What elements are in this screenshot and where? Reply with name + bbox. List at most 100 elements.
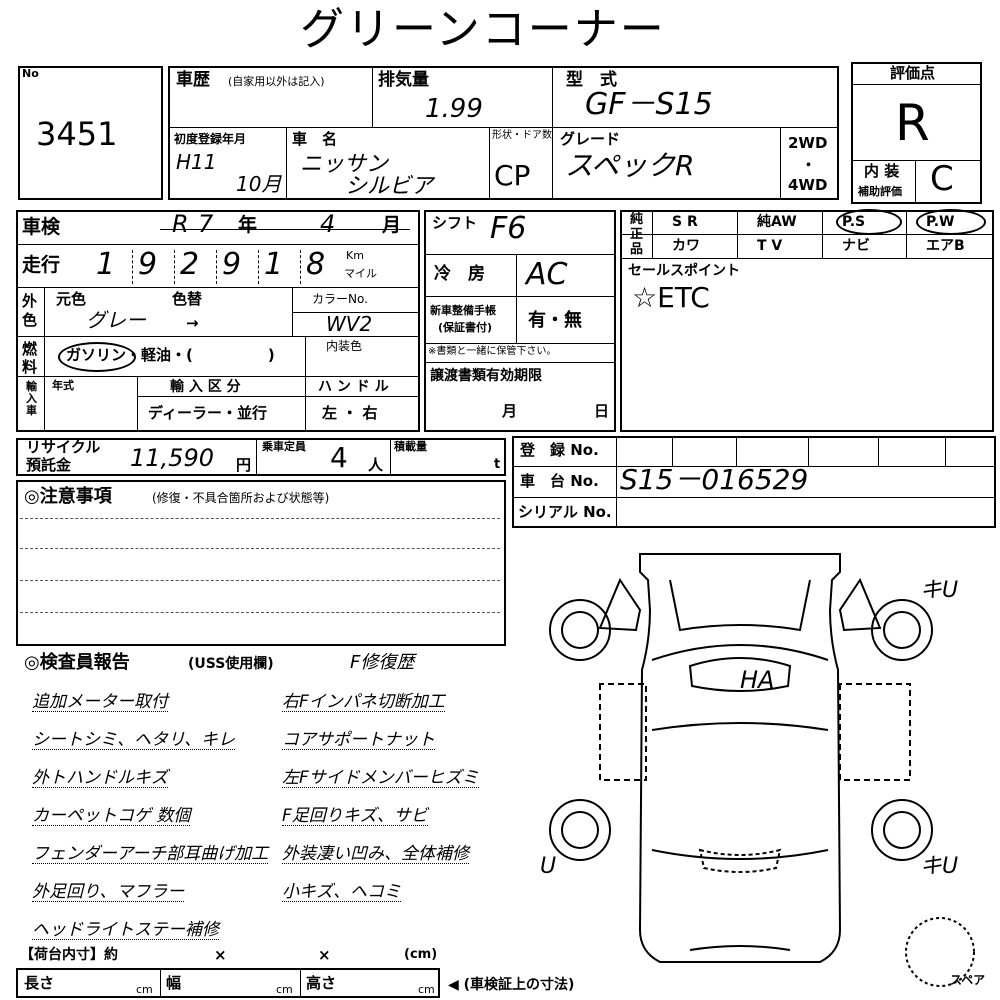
- inspector-label: ◎検査員報告: [24, 652, 130, 673]
- drive-4wd: 4WD: [788, 176, 828, 194]
- displacement-value: 1.99: [425, 94, 483, 124]
- interior-sub: 補助評価: [858, 185, 902, 198]
- color-code-label: カラーNo.: [312, 292, 368, 306]
- chassis-value: S15－016529: [620, 463, 809, 496]
- inspection-year-unit: 年: [238, 214, 258, 236]
- cargo-cert-block: [16, 968, 440, 998]
- shift-label: シフト: [432, 214, 478, 232]
- load-unit: t: [494, 457, 501, 472]
- inspector-note-left: カーペットコゲ 数個: [32, 806, 191, 826]
- shift-block: [424, 210, 616, 432]
- manual-label-1: 新車整備手帳: [430, 304, 496, 317]
- cargo-wid-cm: cm: [276, 983, 293, 996]
- grade-value: スペックR: [565, 149, 695, 182]
- body-label: 形状・ドア数: [492, 130, 552, 141]
- car-name-value: シルビア: [345, 174, 434, 199]
- import-side: 輸入車: [26, 380, 37, 417]
- import-year-label: 年式: [52, 379, 74, 392]
- equipment-side: 純正品: [630, 212, 644, 257]
- interior-score: C: [930, 159, 954, 199]
- chassis-label: 車 台 No.: [520, 472, 599, 490]
- history-label: 車歴: [176, 70, 210, 90]
- inspection-month: 4: [320, 210, 336, 238]
- inspection-label: 車検: [22, 216, 61, 238]
- cargo-cert-note: ◀ (車検証上の寸法): [448, 977, 575, 993]
- lot-number: 3451: [36, 115, 118, 153]
- cargo-x2: ×: [318, 946, 331, 964]
- first-reg-month: 10月: [236, 172, 282, 196]
- inspector-note-right: 右Fインパネ切断加工: [282, 692, 445, 712]
- sales-points-value: ☆ETC: [632, 281, 710, 314]
- first-reg-year: H11: [176, 150, 217, 174]
- caution-note: (修復・不具合箇所および状態等): [152, 491, 330, 505]
- inspector-note-left: 追加メーター取付: [32, 692, 168, 712]
- fuel-side: 燃料: [22, 340, 38, 376]
- cargo-hei-cm: cm: [418, 983, 435, 996]
- inspector-note-left: 外トハンドルキズ: [32, 768, 168, 788]
- capacity-unit: 人: [368, 456, 384, 474]
- drive-dot: ・: [801, 156, 817, 174]
- inspector-note-right: 左Fサイドメンバーヒズミ: [282, 768, 479, 788]
- vehicle-block: [16, 210, 420, 432]
- color-orig-label: 元色: [56, 290, 87, 308]
- inspection-year: 7: [198, 210, 214, 238]
- interior-color-label: 内装色: [326, 339, 363, 353]
- registration-label: 登 録 No.: [520, 441, 599, 459]
- mileage-km: Km: [346, 249, 364, 262]
- cargo-len-cm: cm: [136, 983, 153, 996]
- cargo-len: 長さ: [24, 974, 55, 992]
- mileage-digit: 9: [222, 247, 242, 282]
- mileage-digit: 8: [306, 247, 326, 282]
- inspector-note: (USS使用欄): [188, 656, 274, 672]
- body-value: CP: [494, 159, 531, 192]
- model-label: 型 式: [566, 70, 617, 90]
- inspector-note-left: フェンダーアーチ部耳曲げ加工: [32, 844, 269, 864]
- inspector-header-note: F修復歴: [350, 652, 415, 673]
- ps-circle: [836, 209, 902, 235]
- manual-label-2: (保証書付): [438, 321, 493, 334]
- history-note: (自家用以外は記入): [228, 75, 325, 88]
- equipment-item: カワ: [672, 238, 700, 254]
- grade-box-label: 評価点: [890, 64, 936, 82]
- car-maker-value: ニッサン: [300, 152, 389, 177]
- cargo-label: 【荷台内寸】約: [20, 947, 118, 963]
- lot-box: [18, 66, 163, 200]
- inspector-note-right: 外装凄い凹み、全体補修: [282, 844, 469, 864]
- mileage-digit: 9: [138, 247, 158, 282]
- inspection-month-unit: 月: [382, 214, 402, 236]
- equipment-item: S R: [672, 214, 698, 230]
- grade-box: [851, 62, 982, 204]
- manual-note: ※書類と一緒に保管下さい。: [428, 346, 557, 357]
- mark-bottom-left: U: [540, 854, 557, 879]
- mileage-digit-divider: [258, 250, 259, 284]
- serial-label: シリアル No.: [518, 503, 612, 521]
- inspection-era: R: [172, 210, 189, 238]
- mileage-digit: 2: [180, 247, 200, 282]
- color-arrow: →: [186, 314, 199, 332]
- mileage-digit-divider: [216, 250, 217, 284]
- color-orig-value: グレー: [86, 308, 146, 332]
- doc-expiry-day: 日: [594, 402, 610, 420]
- inspector-note-right: コアサポートナット: [282, 730, 435, 750]
- mark-bottom-right: キU: [920, 854, 959, 879]
- equipment-item: ナビ: [842, 238, 870, 254]
- cargo-hei: 高さ: [306, 974, 337, 992]
- manual-value: 有・無: [528, 310, 582, 331]
- sales-points-label: セールスポイント: [628, 263, 740, 279]
- handle-value: 左 ・ 右: [322, 404, 378, 422]
- inspector-note-right: F足回りキズ、サビ: [282, 806, 428, 826]
- recycle-label-1: リサイクル: [26, 438, 101, 456]
- caution-label: ◎注意事項: [24, 486, 112, 507]
- grade-label: グレード: [560, 130, 621, 148]
- registration-block: [512, 436, 996, 528]
- inspector-note-left: 外足回り、マフラー: [32, 882, 185, 902]
- interior-label: 内 装: [864, 162, 900, 180]
- spare-label: スペア: [950, 973, 986, 987]
- car-diagram: [549, 553, 975, 987]
- top-info-block: [168, 66, 839, 200]
- roof-mark: HA: [740, 666, 775, 694]
- mileage-digit-divider: [132, 250, 133, 284]
- recycle-value: 11,590: [130, 444, 214, 472]
- import-class-value: ディーラー・並行: [148, 404, 267, 422]
